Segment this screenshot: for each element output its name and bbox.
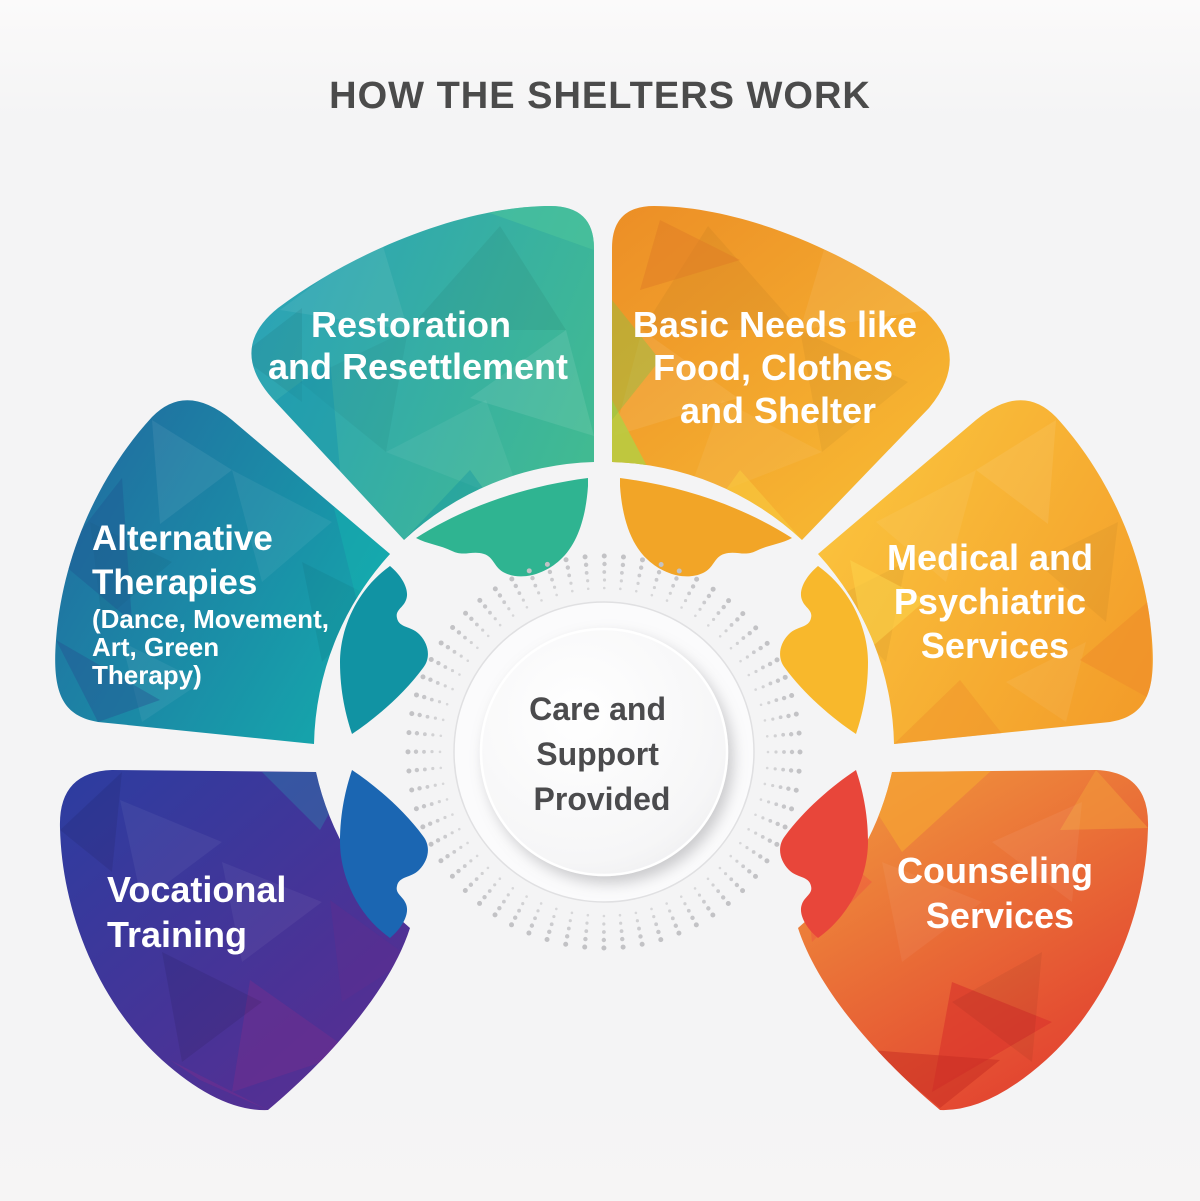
petal-alternative-therapies: Alternative Therapies (Dance, Movement, … bbox=[55, 400, 428, 744]
petal-alternative-therapies-label: Alternative Therapies bbox=[92, 519, 283, 602]
petal-medical-psychiatric-label: Medical and Psychiatric Services bbox=[887, 537, 1103, 666]
petal-medical-psychiatric-pointer bbox=[780, 566, 868, 734]
lowpoly-texture bbox=[826, 420, 1152, 744]
petal-counseling-services-label: Counseling Services bbox=[897, 850, 1103, 936]
petal-basic-needs-shape bbox=[612, 206, 950, 540]
petal-basic-needs-label: Basic Needs like Food, Clothes and Shelt… bbox=[633, 304, 927, 431]
petal-counseling-services: Counseling Services bbox=[780, 770, 1149, 1111]
petal-vocational-training-pointer bbox=[340, 770, 428, 938]
petal-medical-psychiatric: Medical and Psychiatric Services bbox=[780, 400, 1153, 744]
petal-medical-psychiatric-shape bbox=[818, 400, 1153, 744]
petal-counseling-services-shape bbox=[798, 770, 1149, 1111]
petal-alternative-therapies-shape bbox=[55, 400, 390, 744]
center-label: Care and Support Provided bbox=[529, 691, 675, 817]
center-hub: Care and Support Provided bbox=[405, 553, 803, 951]
center-circle bbox=[479, 627, 729, 877]
page-title: HOW THE SHELTERS WORK bbox=[329, 75, 871, 117]
petal-basic-needs-pointer bbox=[620, 478, 792, 577]
petal-counseling-services-pointer bbox=[780, 770, 868, 938]
petal-vocational-training-shape bbox=[59, 770, 411, 1111]
petal-alternative-therapies-sublabel: (Dance, Movement, Art, Green Therapy) bbox=[92, 604, 336, 690]
petal-restoration-label: Restoration and Resettlement bbox=[268, 304, 568, 387]
lowpoly-texture bbox=[56, 420, 390, 722]
petal-alternative-therapies-pointer bbox=[340, 566, 428, 734]
dotted-ring bbox=[405, 553, 803, 951]
petal-restoration: Restoration and Resettlement bbox=[251, 206, 595, 577]
petal-restoration-pointer bbox=[416, 478, 588, 577]
petal-vocational-training: Vocational Training bbox=[59, 770, 428, 1111]
petal-vocational-training-label: Vocational Training bbox=[107, 869, 296, 955]
petal-restoration-shape bbox=[251, 206, 595, 540]
